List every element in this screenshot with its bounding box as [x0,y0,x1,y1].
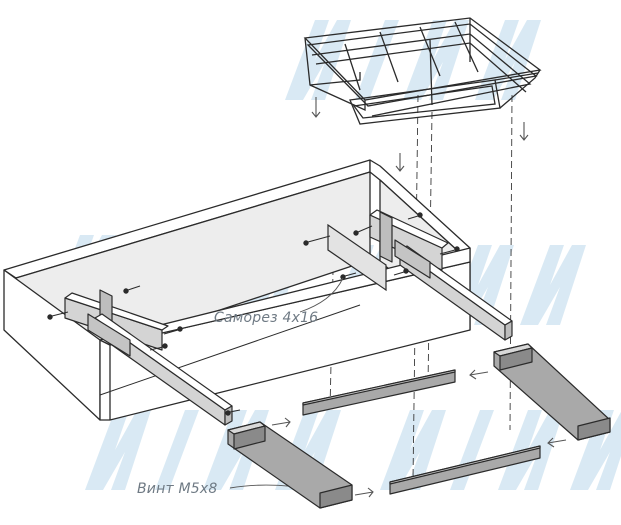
right-arrow-icon [271,417,374,498]
self-tapping-screw-label: Саморез 4х16 [214,310,319,326]
front-profile-right [493,343,611,441]
bolt-label: Винт М5х8 [137,481,218,497]
cross-bar-middle [302,369,456,416]
left-slide-rail [64,289,233,426]
cross-bar-bottom [389,445,541,495]
wire-basket [303,17,542,125]
left-arrow-icon [469,369,567,448]
front-profile-left [227,421,353,509]
right-slide-rail [369,209,513,341]
down-arrow-icon [311,97,529,172]
cabinet-body [3,159,471,421]
mounting-plate [327,223,387,292]
